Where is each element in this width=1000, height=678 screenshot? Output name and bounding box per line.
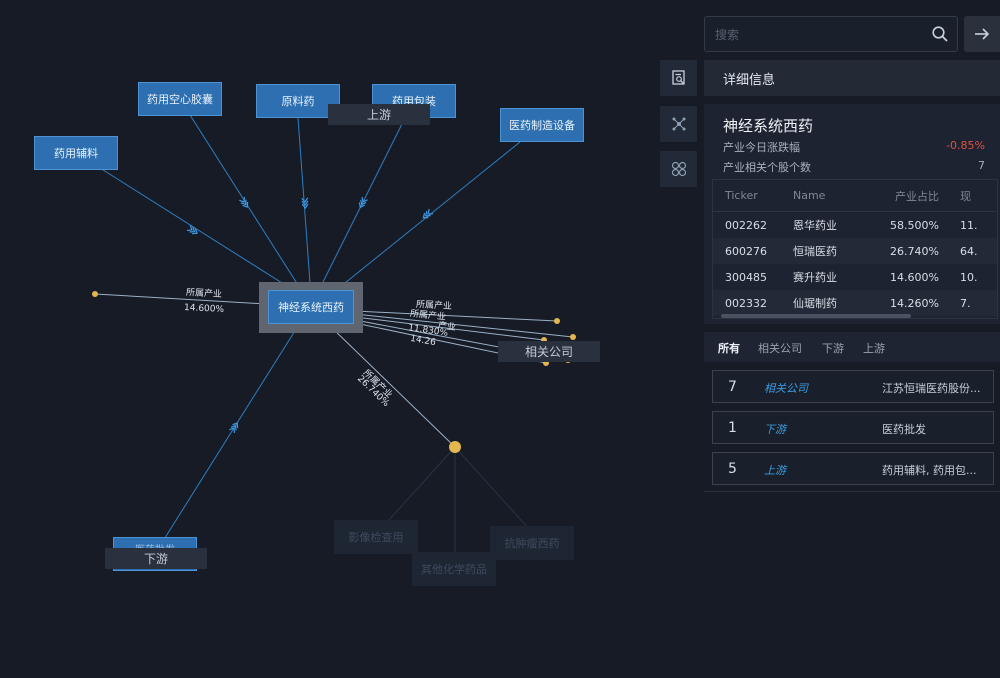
upstream-node[interactable]: 药用辅料	[34, 136, 118, 170]
company-node-dot[interactable]	[92, 291, 98, 297]
relation-count: 5	[728, 461, 737, 477]
search-input[interactable]	[713, 25, 927, 45]
cell-price: 7.	[959, 290, 997, 316]
arrow-right-icon	[975, 28, 990, 40]
cell-ticker: 002332	[713, 290, 792, 316]
cell-name: 仙琚制药	[792, 290, 874, 316]
ghost-node[interactable]: 影像检查用	[334, 520, 418, 554]
relation-type[interactable]: 下游	[764, 423, 786, 436]
cell-price: 11.	[960, 218, 978, 232]
grid-view-button[interactable]	[660, 151, 697, 187]
edge-arrow	[420, 208, 434, 221]
count-value: 7	[978, 159, 985, 172]
edge-line	[162, 325, 299, 542]
company-node-dot[interactable]	[570, 334, 576, 340]
edge-line	[329, 325, 456, 448]
relation-count: 1	[728, 420, 737, 436]
search-icon[interactable]	[931, 25, 949, 43]
table-row[interactable]: 002262 恩华药业 58.500% 11.	[713, 212, 997, 239]
relation-list-bottom	[704, 491, 1000, 492]
relation-type[interactable]: 相关公司	[764, 382, 808, 395]
edge-arrow	[301, 197, 310, 209]
edge-arrow	[186, 224, 200, 237]
edge-line	[454, 446, 531, 531]
upstream-node[interactable]: 医药制造设备	[500, 108, 584, 142]
cell-ticker: 002262	[725, 218, 767, 232]
cell-ratio: 58.500%	[890, 218, 939, 232]
tab-all[interactable]: 所有	[718, 342, 740, 355]
table-row[interactable]: 002332 仙琚制药 14.260% 7.	[713, 290, 997, 316]
stock-table[interactable]: Ticker Name 产业占比 现 002262 恩华药业 58.500% 1…	[712, 179, 998, 319]
change-value: -0.85%	[946, 139, 985, 152]
edge-line	[379, 446, 456, 531]
detail-header: 详细信息	[704, 60, 1000, 96]
col-ratio[interactable]: 产业占比	[874, 180, 959, 212]
relation-graph[interactable]: 影像检查用 其他化学药品 抗肿瘤西药 药用空心胶囊 原料药 药用包装 医药制造设…	[0, 0, 700, 678]
cell-ticker: 600276	[713, 238, 792, 264]
table-row[interactable]: 300485 赛升药业 14.600% 10.	[713, 264, 997, 290]
relation-tabs: 所有 相关公司 下游 上游	[704, 332, 1000, 362]
upstream-node[interactable]: 原料药	[256, 84, 340, 118]
tab-upstream[interactable]: 上游	[863, 342, 885, 355]
cell-price: 10.	[960, 270, 978, 284]
count-label: 产业相关个股个数	[723, 161, 811, 174]
edge-line	[99, 167, 291, 289]
cell-price: 64.	[959, 238, 997, 264]
industry-title: 神经系统西药	[723, 117, 814, 135]
graph-layout-button[interactable]	[660, 106, 697, 142]
upstream-node[interactable]: 药用空心胶囊	[138, 82, 222, 116]
table-horizontal-scrollbar[interactable]	[721, 314, 911, 318]
cell-name: 赛升药业	[793, 271, 837, 284]
cell-ratio: 26.740%	[874, 238, 959, 264]
table-row[interactable]: 600276 恒瑞医药 26.740% 64.	[713, 238, 997, 264]
edge-label-relation: 所属产业	[185, 288, 223, 300]
cell-ratio: 14.600%	[890, 270, 939, 284]
edge-line	[354, 313, 574, 338]
cell-name: 恒瑞医药	[792, 238, 874, 264]
count-row: 产业相关个股个数 7	[723, 159, 985, 175]
edge-line	[354, 316, 545, 341]
graph-edges	[92, 114, 576, 560]
detail-view-button[interactable]	[660, 60, 697, 96]
group-label-upstream: 上游	[328, 104, 430, 125]
search-box[interactable]	[704, 16, 958, 52]
edge-label-value: 14.600%	[183, 302, 225, 316]
relation-desc: 药用辅料, 药用包...	[882, 464, 977, 477]
relation-row[interactable]: 7 相关公司 江苏恒瑞医药股份...	[712, 370, 994, 403]
edge-line	[354, 310, 558, 322]
table-header-row: Ticker Name 产业占比 现	[713, 180, 997, 212]
col-name[interactable]: Name	[792, 180, 874, 212]
group-label-downstream: 下游	[105, 548, 207, 569]
cell-ratio: 14.260%	[874, 290, 959, 316]
center-node[interactable]: 神经系统西药	[268, 290, 354, 324]
relation-type[interactable]: 上游	[764, 464, 786, 477]
relation-row[interactable]: 5 上游 药用辅料, 药用包...	[712, 452, 994, 485]
edge-line	[94, 293, 267, 305]
relation-desc: 医药批发	[882, 423, 926, 436]
company-node-dot[interactable]	[449, 441, 461, 453]
ghost-node[interactable]: 抗肿瘤西药	[490, 526, 574, 560]
tab-downstream[interactable]: 下游	[822, 342, 844, 355]
change-label: 产业今日涨跌幅	[723, 141, 800, 154]
cell-ticker: 300485	[725, 270, 767, 284]
relation-desc: 江苏恒瑞医药股份...	[882, 382, 981, 395]
group-label-related: 相关公司	[498, 341, 600, 362]
document-search-icon	[671, 70, 685, 85]
col-price[interactable]: 现	[959, 180, 997, 212]
grid-apps-icon	[671, 161, 686, 177]
graph-network-icon	[672, 117, 685, 131]
company-node-dot[interactable]	[554, 318, 560, 324]
col-ticker[interactable]: Ticker	[713, 180, 792, 212]
detail-card: 神经系统西药 产业今日涨跌幅 -0.85% 产业相关个股个数 7 Ticker …	[704, 104, 1000, 324]
ghost-node[interactable]: 其他化学药品	[412, 552, 496, 586]
change-row: 产业今日涨跌幅 -0.85%	[723, 139, 985, 155]
relation-count: 7	[728, 379, 737, 395]
tab-related-companies[interactable]: 相关公司	[758, 342, 802, 355]
relation-row[interactable]: 1 下游 医药批发	[712, 411, 994, 444]
go-button[interactable]	[964, 16, 1000, 52]
cell-name: 恩华药业	[793, 219, 837, 232]
